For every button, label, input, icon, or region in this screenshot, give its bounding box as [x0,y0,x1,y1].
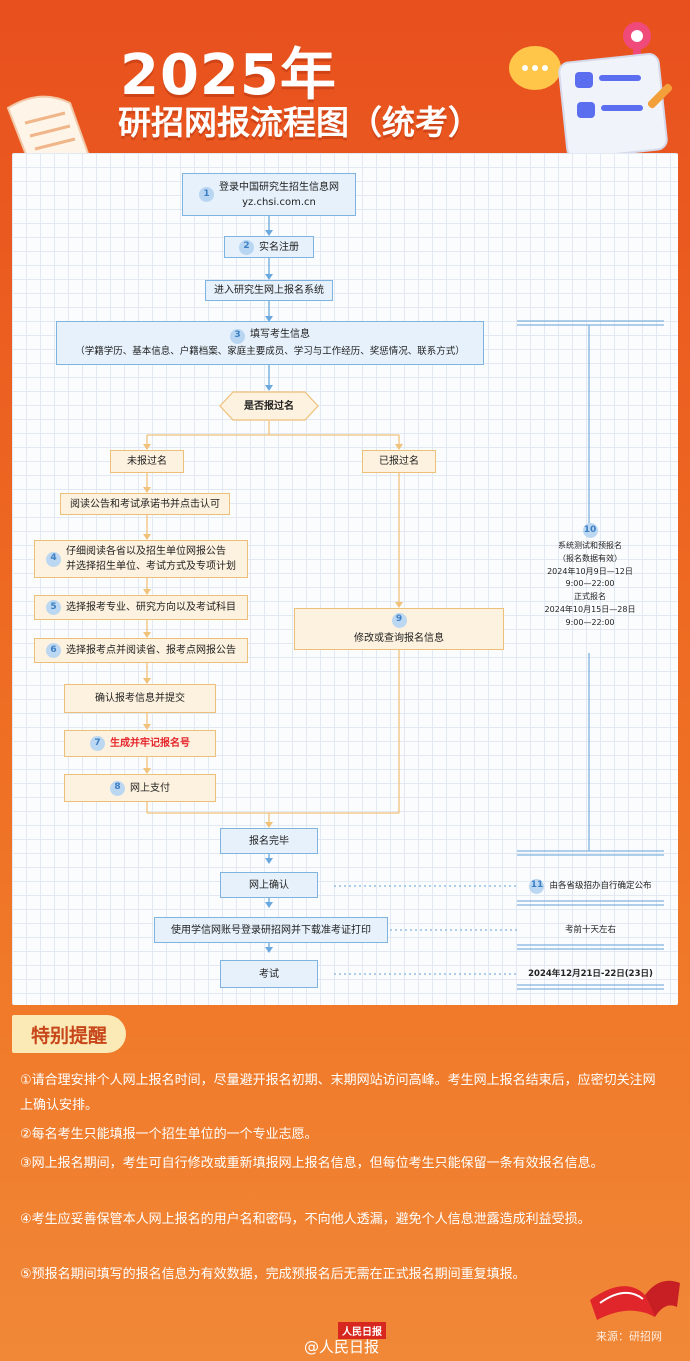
confirm-submit-label: 确认报考信息并提交 [95,693,185,704]
weibo-handle: @人民日报 [304,1338,380,1356]
special-reminder-tag: 特别提醒 [12,1015,126,1053]
step10-subtitle: （报名数据有效） [558,553,622,563]
title-year: 2025年 [120,43,337,108]
step5-label: 选择报考专业、研究方向以及考试科目 [66,602,236,613]
registered: 已报过名 [362,450,436,473]
enter-system: 进入研究生网上报名系统 [205,280,333,301]
step4-label: 仔细阅读各省以及招生单位网报公告 [66,546,226,557]
step-number: 1 [199,187,214,202]
reminder-item: ③网上报名期间，考生可自行修改或重新填报网上报名信息，但每位考生只能保留一条有效… [20,1156,604,1171]
step7-registration-number: 7 生成并牢记报名号 [64,730,216,757]
pre-registration-date: 2024年10月9日—12日 [547,566,633,576]
step-number: 7 [90,736,105,751]
decision-label: 是否报过名 [244,400,294,412]
step3-label: 填写考生信息 [249,329,310,341]
step5-select-major: 5 选择报考专业、研究方向以及考试科目 [34,595,248,620]
step2-register: 2 实名注册 [224,236,314,258]
completed-label: 报名完毕 [249,835,289,847]
registration-completed: 报名完毕 [220,828,318,854]
formal-registration-time: 9:00—22:00 [565,617,615,627]
step10-title: 系统测试和预报名 [558,541,622,550]
step1-label: 登录中国研究生招生信息网 [219,181,339,193]
print-time: 考前十天左右 [564,924,616,935]
flowchart-panel: 1 登录中国研究生招生信息网 yz.chsi.com.cn 2 实名注册 进入研究… [12,153,678,1005]
reminder-item: ①请合理安排个人网上报名时间，尽量避开报名初期、末期网站访问高峰。考生网上报名结… [20,1073,656,1113]
step-number: 5 [46,600,61,615]
page-title: 研招网报流程图（统考） [118,103,481,142]
formal-registration-date: 2024年10月15日—28日 [544,604,636,614]
step-number: 11 [529,878,545,894]
exam: 考试 [220,960,318,988]
not-registered: 未报过名 [110,450,184,473]
formal-registration-title: 正式报名 [574,592,606,602]
step11-province-announcement: 11 由各省级招办自行确定公布 [517,875,664,897]
decision-diamond [219,391,319,421]
step-number: 10 [582,523,598,538]
confirm-submit: 确认报考信息并提交 [64,684,216,713]
step1-login: 1 登录中国研究生招生信息网 yz.chsi.com.cn [182,173,356,216]
website-url: yz.chsi.com.cn [242,196,316,208]
checklist-icon [509,22,673,159]
enter-system-label: 进入研究生网上报名系统 [214,285,324,296]
read-notice-label: 阅读公告和考试承诺书并点击认可 [70,498,220,510]
step-number: 3 [229,328,245,344]
reminder-item: ④考生应妥善保管本人网上报名的用户名和密码，不向他人透漏，避免个人信息泄露造成利… [20,1212,591,1227]
exam-label: 考试 [259,968,279,980]
print-ticket-label: 使用学信网账号登录研招网并下载准考证打印 [171,924,371,936]
step9-modify-info: 9 修改或查询报名信息 [294,608,504,650]
not-registered-label: 未报过名 [127,456,167,467]
online-confirmation: 网上确认 [220,872,318,898]
step11-label: 由各省级招办自行确定公布 [549,880,652,891]
step4-read-announcements: 4 仔细阅读各省以及招生单位网报公告并选择招生单位、考试方式及专项计划 [34,540,248,578]
step3-detail: （学籍学历、基本信息、户籍档案、家庭主要成员、学习与工作经历、奖惩情况、联系方式… [75,345,465,357]
reminder-item: ⑤预报名期间填写的报名信息为有效数据，完成预报名后无需在正式报名期间重复填报。 [20,1267,526,1282]
step6-label: 选择报考点并阅读省、报考点网报公告 [66,645,236,656]
step3-fill-info: 3 填写考生信息 （学籍学历、基本信息、户籍档案、家庭主要成员、学习与工作经历、奖… [56,321,484,365]
step-number: 2 [239,239,254,255]
book-icon [590,1280,680,1320]
registered-label: 已报过名 [379,456,419,467]
step-number: 8 [110,780,125,796]
step10-schedule: 10 系统测试和预报名 （报名数据有效） 2024年10月9日—12日 9:00… [530,523,650,630]
step-number: 4 [46,551,61,567]
step7-label: 生成并牢记报名号 [110,738,190,749]
print-admission-ticket: 使用学信网账号登录研招网并下载准考证打印 [154,917,388,943]
reminder-item: ②每名考生只能填报一个招生单位的一个专业志愿。 [20,1127,318,1142]
step8-label: 网上支付 [130,782,170,794]
step-number: 9 [391,612,407,628]
step4-detail: 并选择招生单位、考试方式及专项计划 [66,561,236,572]
step8-payment: 8 网上支付 [64,774,216,802]
source-text: 来源：研招网 [596,1330,662,1343]
online-confirm-label: 网上确认 [249,879,289,891]
people-daily-logo: 人民日报 [338,1322,386,1339]
step-number: 6 [46,643,61,658]
step2-label: 实名注册 [259,241,299,253]
step9-label: 修改或查询报名信息 [354,632,444,644]
step6-select-site: 6 选择报考点并阅读省、报考点网报公告 [34,638,248,663]
pre-registration-time: 9:00—22:00 [565,579,615,589]
read-notice: 阅读公告和考试承诺书并点击认可 [60,493,230,515]
exam-date: 2024年12月21日-22日(23日) [528,968,653,979]
